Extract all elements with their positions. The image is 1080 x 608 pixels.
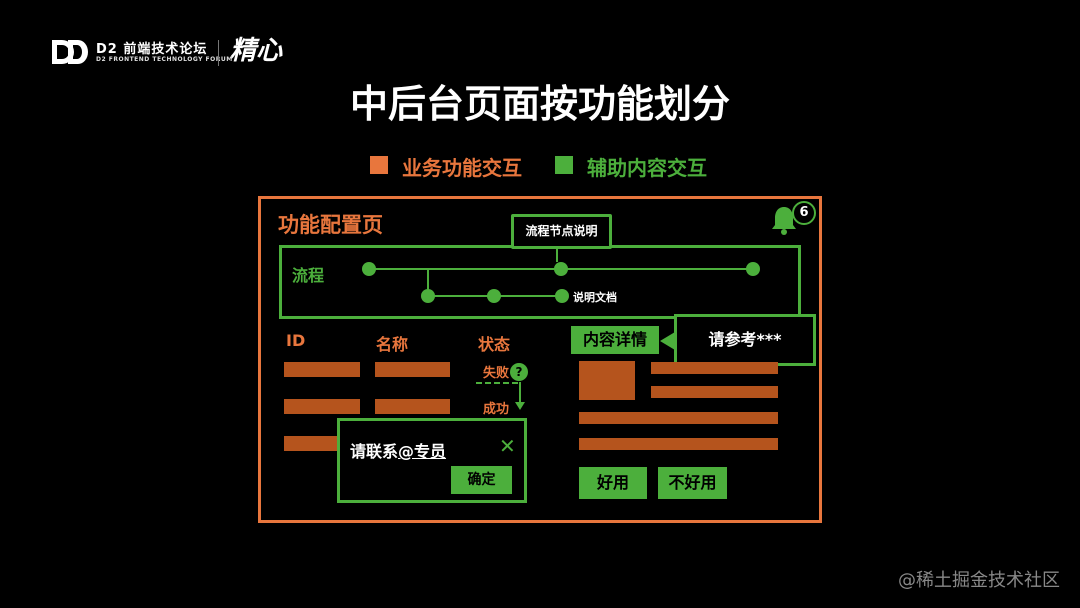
process-node-tooltip: 流程节点说明 [511,214,612,249]
detail-line-placeholder [579,412,778,424]
tooltip-pointer [556,246,558,262]
doc-link[interactable]: 说明文档 [573,291,617,304]
watermark: @稀土掘金技术社区 [898,570,1060,591]
brand-divider [218,40,219,66]
detail-image-placeholder [579,361,635,400]
legend-swatch-business [370,156,388,174]
column-header-status: 状态 [478,335,511,354]
close-icon[interactable]: ✕ [499,434,516,458]
status-success: 成功 [483,402,510,417]
detail-line-placeholder [579,438,778,450]
detail-line-placeholder [651,386,778,398]
config-page-title: 功能配置页 [278,213,383,237]
table-cell-placeholder [375,362,450,377]
table-cell-placeholder [284,399,360,414]
table-cell-placeholder [284,436,344,451]
brand-name-cn: D2 前端技术论坛 [96,42,208,57]
brand-name-en: D2 FRONTEND TECHNOLOGY FORUM [96,56,233,63]
confirm-button[interactable]: 确定 [451,466,512,494]
legend-label-business: 业务功能交互 [402,156,522,180]
bell-icon[interactable] [770,205,798,235]
status-fail-underline [476,382,518,384]
detail-line-placeholder [651,362,778,374]
contact-dialog-text: 请联系@专员 [350,438,446,462]
column-header-name: 名称 [376,335,409,354]
table-cell-placeholder [284,362,360,377]
contact-specialist-link[interactable]: @专员 [398,442,447,461]
column-header-id: ID [286,331,306,350]
page-title: 中后台页面按功能划分 [349,82,730,126]
d2-logo-icon [52,40,88,64]
process-label: 流程 [292,266,325,285]
reference-callout: 请参考*** [674,314,816,366]
contact-prefix: 请联系 [350,442,399,461]
detail-tab[interactable]: 内容详情 [571,326,659,354]
config-page-frame [258,196,822,523]
useful-button[interactable]: 好用 [579,467,647,499]
table-cell-placeholder [375,399,450,414]
status-fail: 失败 [483,366,510,381]
process-panel [279,245,801,319]
callout-pointer [660,332,675,350]
not-useful-button[interactable]: 不好用 [658,467,727,499]
arrow-line [519,382,521,404]
arrow-down-icon [515,402,525,410]
notification-count-badge: 6 [792,201,816,225]
help-icon[interactable]: ? [510,363,528,381]
sub-brand-logo: 精心 [230,36,283,66]
legend-label-auxiliary: 辅助内容交互 [587,156,707,180]
legend-swatch-auxiliary [555,156,573,174]
